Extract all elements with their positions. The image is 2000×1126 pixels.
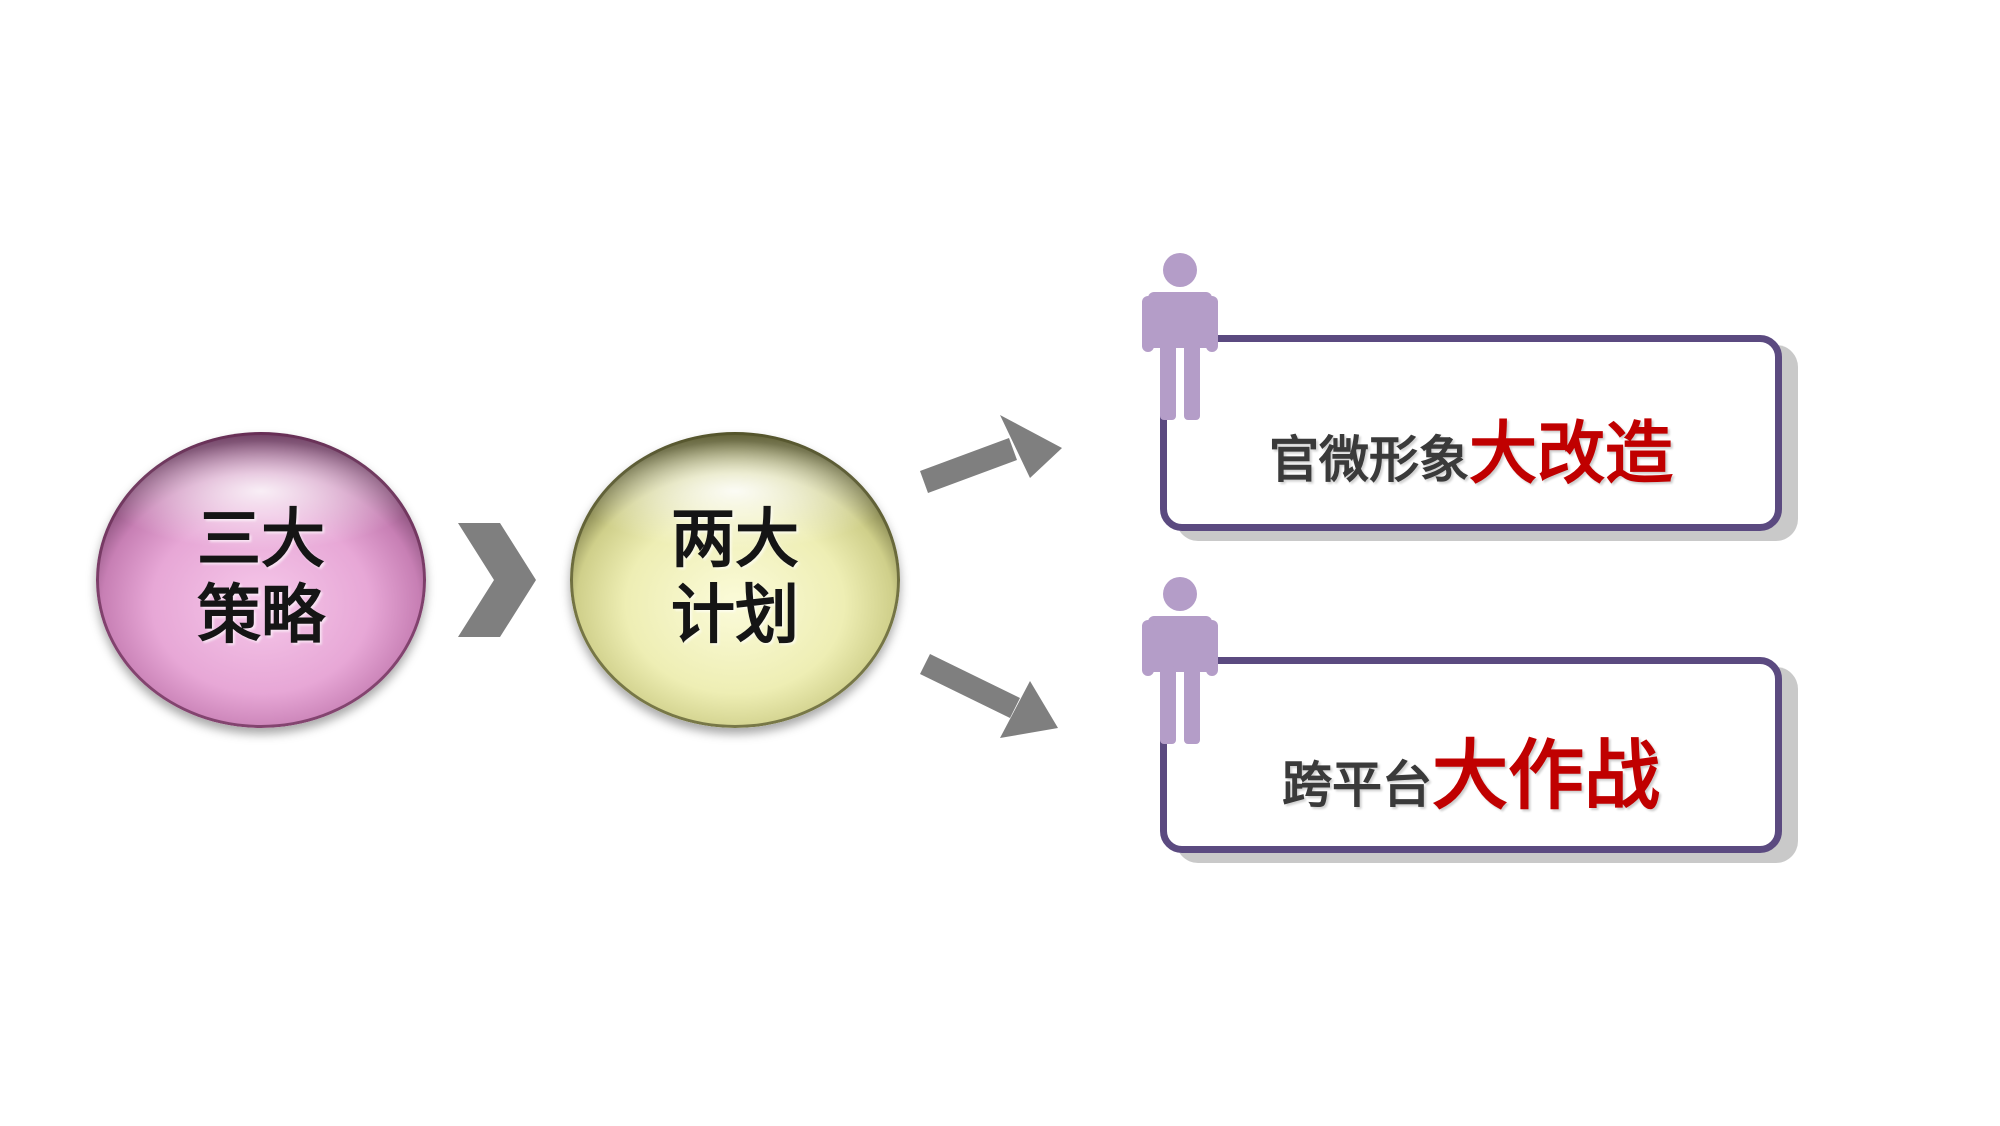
box-cross-platform: 跨平台大作战: [1160, 657, 1782, 853]
arrow-up-right-icon: [920, 415, 1062, 493]
box-top-prefix: 官微形象: [1268, 431, 1469, 489]
box-bottom-prefix: 跨平台: [1282, 756, 1432, 814]
arrow-down-right-icon: [920, 654, 1058, 738]
box-top-text: 官微形象大改造: [1167, 398, 1775, 497]
person-icon: [1142, 577, 1218, 744]
chevron-right-icon: [458, 523, 536, 637]
orb-left-line2: 策略: [197, 579, 325, 653]
orb-three-strategies: 三大 策略: [96, 432, 426, 728]
box-bottom-text: 跨平台大作战: [1167, 714, 1775, 824]
orb-two-plans: 两大 计划: [570, 432, 900, 728]
orb-right-line2: 计划: [671, 579, 799, 653]
box-bottom-highlight: 大作战: [1432, 731, 1660, 820]
orb-right-line1: 两大: [671, 503, 799, 577]
orb-left-line1: 三大: [197, 503, 325, 577]
box-top-highlight: 大改造: [1468, 415, 1673, 494]
box-official-image: 官微形象大改造: [1160, 335, 1782, 531]
person-icon: [1142, 253, 1218, 420]
